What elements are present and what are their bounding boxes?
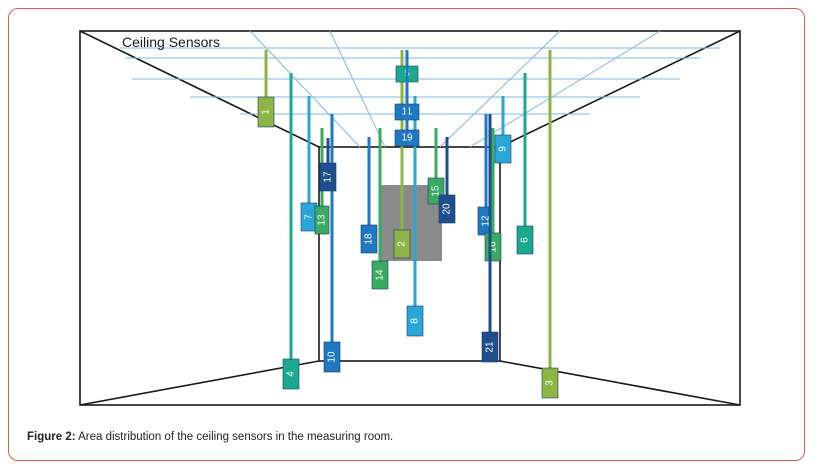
sensor-group: 123456789101112131415161718192021 [257,50,559,399]
sensor-label: 2 [397,241,408,247]
sensor-6: 6 [516,73,534,255]
sensor-label: 4 [286,371,297,377]
sensor-box [394,129,420,147]
sensor-box [481,331,499,363]
caption-text: Area distribution of the ceiling sensors… [75,431,394,443]
sensor-label: 7 [304,214,315,220]
sensor-box [319,162,337,192]
sensor-14: 14 [371,128,389,290]
sensor-box [314,205,330,235]
sensor-label: 16 [488,241,499,253]
sensor-box [360,224,378,254]
sensor-19: 19 [394,96,420,147]
sensor-10: 10 [323,114,341,373]
figure-caption: Figure 2: Area distribution of the ceili… [27,431,393,443]
sensor-label: 21 [485,341,496,353]
sensor-9: 9 [494,96,512,164]
sensor-box [393,229,411,259]
sensor-label: 10 [327,351,338,363]
sensor-3: 3 [541,50,559,399]
ceiling-grid-line [249,30,361,148]
sensor-label: 14 [375,269,386,281]
sensor-box [406,305,424,337]
sensor-label: 12 [481,215,492,227]
ceiling-grid-line [439,30,561,148]
sensor-20: 20 [438,137,456,224]
sensor-box [541,367,559,399]
sensor-box [282,358,300,390]
caption-label: Figure 2: [27,431,76,443]
sensor-label: 19 [401,133,413,144]
sensor-label: 6 [520,237,531,243]
sensor-label: 9 [498,146,509,152]
sensor-box [494,134,512,164]
sensor-18: 18 [360,137,378,254]
sensor-label: 8 [410,318,421,324]
sensor-label: 15 [431,185,442,197]
sensor-box [516,225,534,255]
sensor-7: 7 [300,96,318,232]
sensor-17: 17 [319,138,337,192]
ceiling-grid-line [329,30,386,148]
sensor-box [438,194,456,224]
sensor-box [371,260,389,290]
sensor-21: 21 [481,114,499,363]
sensor-label: 1 [261,109,272,115]
sensor-label: 3 [545,380,556,386]
sensor-4: 4 [282,73,300,390]
sensor-15: 15 [427,128,445,205]
sensor-label: 17 [323,171,334,183]
sensor-label: 13 [317,214,328,226]
diagram-title: Ceiling Sensors [122,34,220,50]
sensor-label: 20 [442,203,453,215]
sensor-box [257,96,275,128]
sensor-1: 1 [257,50,275,128]
sensor-box [323,341,341,373]
sensor-label: 18 [364,233,375,245]
